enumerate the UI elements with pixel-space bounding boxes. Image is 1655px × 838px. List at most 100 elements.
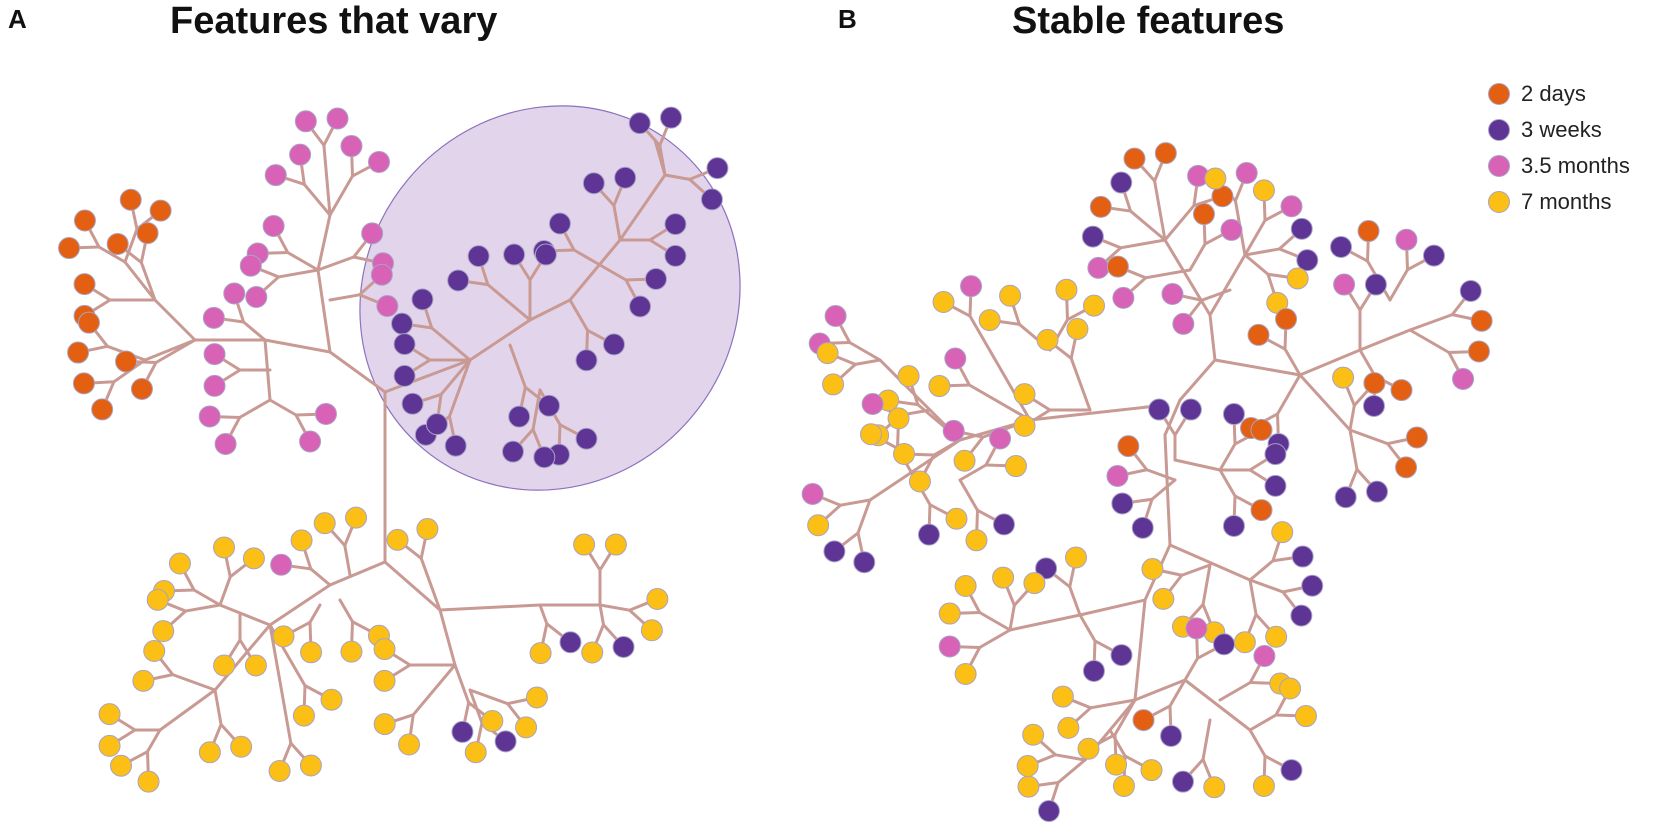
- leaf-node-m7: [416, 517, 439, 540]
- branch-edge: [1408, 313, 1454, 332]
- branch-edge: [411, 663, 457, 717]
- leaf-node-w3: [1082, 659, 1105, 682]
- branch-edge: [1218, 442, 1237, 472]
- leaf-node-m7: [965, 529, 988, 552]
- panel-a-title: Features that vary: [170, 0, 498, 42]
- leaf-node-d2: [1250, 418, 1273, 441]
- leaf-node-d2: [149, 199, 172, 222]
- leaf-node-w3: [1280, 759, 1303, 782]
- leaf-node-d2: [58, 237, 81, 260]
- branch-edge: [612, 204, 622, 242]
- leaf-node-m35: [1280, 195, 1303, 218]
- branch-edge: [1180, 563, 1212, 577]
- leaf-node-m7: [887, 407, 910, 430]
- branch-edge: [568, 238, 622, 302]
- leaf-node-w3: [559, 631, 582, 654]
- leaf-node-m35: [314, 402, 337, 425]
- leaf-node-w3: [1171, 770, 1194, 793]
- branch-edge: [154, 338, 197, 364]
- branch-edge: [308, 603, 322, 624]
- leaf-node-m35: [960, 275, 983, 298]
- leaf-node-m7: [345, 506, 368, 529]
- branch-edge: [1178, 358, 1217, 402]
- branch-edge: [856, 498, 872, 535]
- leaf-node-w3: [533, 446, 556, 469]
- leaf-node-m7: [1077, 737, 1100, 760]
- branch-edge: [1248, 713, 1278, 732]
- branch-edge: [1028, 403, 1167, 422]
- legend-label: 3.5 months: [1521, 153, 1630, 178]
- leaf-node-m35: [1220, 218, 1243, 241]
- branch-edge: [268, 583, 332, 627]
- leaf-node-m7: [932, 290, 955, 313]
- branch-edge: [447, 358, 472, 418]
- leaf-node-d2: [1089, 195, 1112, 218]
- branch-edge: [1358, 328, 1412, 352]
- branch-edge: [242, 320, 267, 342]
- leaf-node-m35: [289, 143, 312, 166]
- leaf-node-w3: [917, 523, 940, 546]
- leaf-node-m35: [214, 432, 237, 455]
- leaf-node-m7: [300, 641, 323, 664]
- leaf-node-m7: [1057, 716, 1080, 739]
- leaf-node-w3: [393, 364, 416, 387]
- leaf-node-w3: [582, 172, 605, 195]
- branch-edge: [1248, 728, 1267, 758]
- leaf-node-m35: [1087, 256, 1110, 279]
- leaf-node-m7: [98, 734, 121, 757]
- branch-edge: [1243, 218, 1267, 257]
- branch-edge: [1056, 758, 1087, 784]
- leaf-node-w3: [534, 243, 557, 266]
- leaf-node-w3: [664, 213, 687, 236]
- leaf-node-m7: [525, 686, 548, 709]
- branch-edge: [1183, 656, 1199, 682]
- leaf-node-d2: [1247, 323, 1270, 346]
- leaf-node-w3: [1222, 514, 1245, 537]
- branch-edge: [328, 560, 387, 587]
- legend-item-3-weeks: 3 weeks: [1488, 112, 1630, 148]
- leaf-node-d2: [1132, 709, 1155, 732]
- branch-edge: [1298, 373, 1352, 432]
- branch-edge: [268, 398, 298, 417]
- branch-edge: [438, 608, 457, 667]
- leaf-node-w3: [1110, 644, 1133, 667]
- leaf-node-m7: [98, 703, 121, 726]
- branch-edge: [1388, 268, 1409, 302]
- leaf-node-w3: [1160, 724, 1183, 747]
- leaf-node-m7: [1152, 587, 1175, 610]
- leaf-node-d2: [115, 350, 138, 373]
- branch-edge: [1008, 613, 1082, 632]
- leaf-node-m7: [822, 373, 845, 396]
- leaf-node-m7: [398, 733, 421, 756]
- leaf-node-w3: [1366, 480, 1389, 503]
- leaf-node-d2: [1467, 340, 1490, 363]
- branch-edge: [1008, 603, 1016, 632]
- leaf-node-m7: [168, 552, 191, 575]
- leaf-node-m7: [1051, 685, 1074, 708]
- branch-edge: [1113, 698, 1137, 737]
- leaf-node-m7: [807, 514, 830, 537]
- panel-a-letter: A: [8, 4, 27, 34]
- branch-edge: [268, 623, 293, 745]
- leaf-node-m7: [1112, 774, 1135, 797]
- branch-edge: [328, 174, 354, 217]
- branch-edge: [468, 688, 510, 706]
- branch-edge: [1129, 209, 1167, 242]
- leaf-node-m7: [640, 619, 663, 642]
- leaf-node-m35: [1333, 273, 1356, 296]
- leaf-node-m7: [242, 547, 265, 570]
- branch-edge: [853, 358, 882, 366]
- branch-edge: [343, 543, 352, 577]
- leaf-node-d2: [91, 398, 114, 421]
- leaf-node-m35: [944, 347, 967, 370]
- branch-edge: [572, 248, 602, 267]
- branch-edge: [468, 318, 532, 362]
- legend-swatch-2-days: [1488, 83, 1510, 105]
- leaf-node-w3: [823, 540, 846, 563]
- leaf-node-m35: [1161, 283, 1184, 306]
- leaf-node-m35: [801, 482, 824, 505]
- branch-edge: [123, 227, 139, 264]
- leaf-node-m7: [581, 641, 604, 664]
- branch-edge: [1133, 598, 1147, 702]
- legend-swatch-3-5-months: [1488, 155, 1510, 177]
